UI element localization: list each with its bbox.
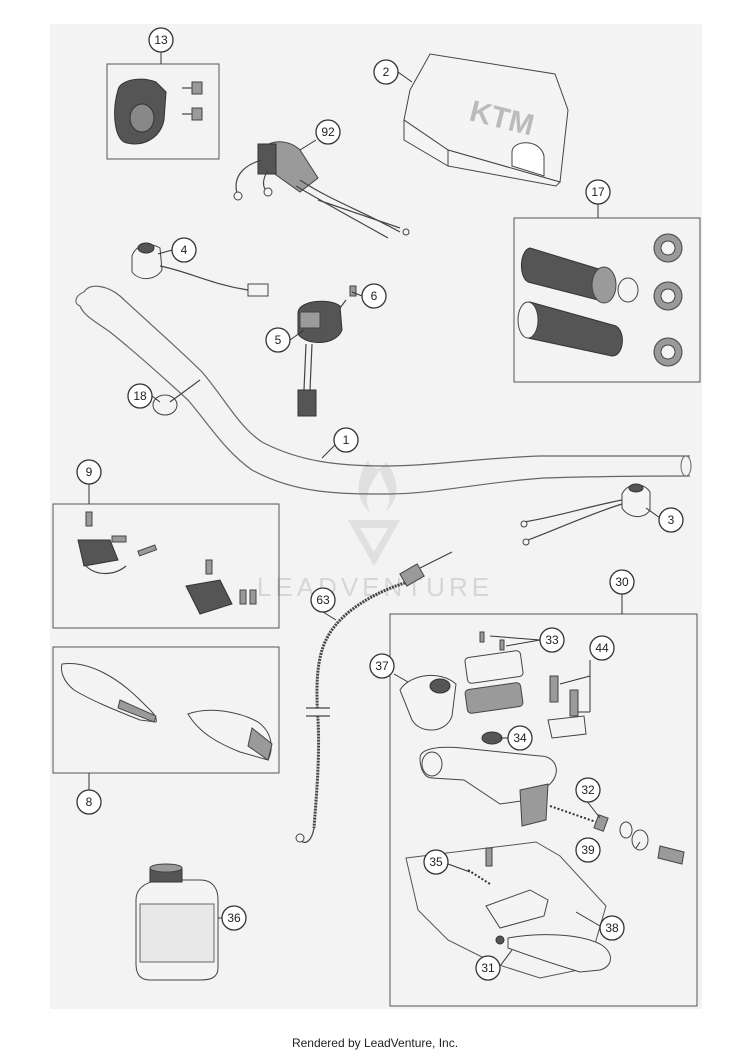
footer-credit: Rendered by LeadVenture, Inc. xyxy=(291,1036,459,1050)
svg-text:9: 9 xyxy=(86,465,93,479)
diagram-background xyxy=(50,24,702,1009)
part-13-box xyxy=(106,63,220,160)
part-8-handguards xyxy=(61,662,273,761)
callout-37: 37 xyxy=(369,653,395,679)
callout-2: 2 xyxy=(373,59,399,85)
svg-text:92: 92 xyxy=(321,125,335,139)
watermark-text: LEADVENTURE xyxy=(257,572,493,602)
part-8-box xyxy=(52,646,280,774)
callout-17: 17 xyxy=(585,179,611,205)
callout-18: 18 xyxy=(127,383,153,409)
svg-text:17: 17 xyxy=(591,185,605,199)
svg-text:34: 34 xyxy=(513,731,527,745)
callout-9: 9 xyxy=(76,459,102,485)
callout-36: 36 xyxy=(221,905,247,931)
callout-63: 63 xyxy=(310,587,336,613)
part-18-cable-tie xyxy=(152,379,201,416)
callout-44: 44 xyxy=(589,635,615,661)
part-3-switch xyxy=(520,483,651,546)
callout-34: 34 xyxy=(507,725,533,751)
svg-text:33: 33 xyxy=(545,633,559,647)
svg-text:8: 8 xyxy=(86,795,93,809)
callout-38: 38 xyxy=(599,915,625,941)
svg-text:1: 1 xyxy=(343,433,350,447)
watermark-logo xyxy=(348,460,400,566)
part-6-screw xyxy=(339,285,357,309)
leader-lines xyxy=(88,52,661,967)
callout-33: 33 xyxy=(539,627,565,653)
svg-text:39: 39 xyxy=(581,843,595,857)
svg-text:37: 37 xyxy=(375,659,389,673)
part-17-box xyxy=(513,217,701,383)
callout-13: 13 xyxy=(148,27,174,53)
callout-30: 30 xyxy=(609,569,635,595)
svg-text:5: 5 xyxy=(275,333,282,347)
part-17-grips xyxy=(517,233,683,367)
svg-text:36: 36 xyxy=(227,911,241,925)
part-30-brake-assembly xyxy=(399,631,685,979)
svg-text:32: 32 xyxy=(581,783,595,797)
part-9-mounts xyxy=(77,511,257,615)
callout-1: 1 xyxy=(333,427,359,453)
svg-text:13: 13 xyxy=(154,33,168,47)
part-13-switch-housing xyxy=(114,78,203,145)
svg-text:3: 3 xyxy=(668,513,675,527)
callout-4: 4 xyxy=(171,237,197,263)
callout-32: 32 xyxy=(575,777,601,803)
svg-text:30: 30 xyxy=(615,575,629,589)
svg-text:18: 18 xyxy=(133,389,147,403)
svg-text:6: 6 xyxy=(371,289,378,303)
callout-35: 35 xyxy=(423,849,449,875)
svg-text:31: 31 xyxy=(481,961,495,975)
callout-3: 3 xyxy=(658,507,684,533)
callout-92: 92 xyxy=(315,119,341,145)
part-4-switch xyxy=(131,242,269,297)
part-9-box xyxy=(52,503,280,629)
part-5-switch xyxy=(297,300,343,417)
svg-text:35: 35 xyxy=(429,855,443,869)
callout-31: 31 xyxy=(475,955,501,981)
svg-text:2: 2 xyxy=(383,65,390,79)
part-1-handlebar xyxy=(75,285,692,495)
callout-39: 39 xyxy=(575,837,601,863)
svg-text:4: 4 xyxy=(181,243,188,257)
part-63-hose xyxy=(295,551,453,843)
callout-5: 5 xyxy=(265,327,291,353)
part-30-box xyxy=(389,613,698,1007)
callout-8: 8 xyxy=(76,789,102,815)
part-92-throttle-assembly xyxy=(233,141,410,239)
svg-text:44: 44 xyxy=(595,641,609,655)
callout-6: 6 xyxy=(361,283,387,309)
svg-text:38: 38 xyxy=(605,921,619,935)
part-2-handlebar-pad: KTM xyxy=(403,53,569,187)
parts-diagram: LEADVENTURE KTM xyxy=(50,24,702,1009)
part-36-fluid-bottle xyxy=(135,863,219,981)
svg-text:63: 63 xyxy=(316,593,330,607)
